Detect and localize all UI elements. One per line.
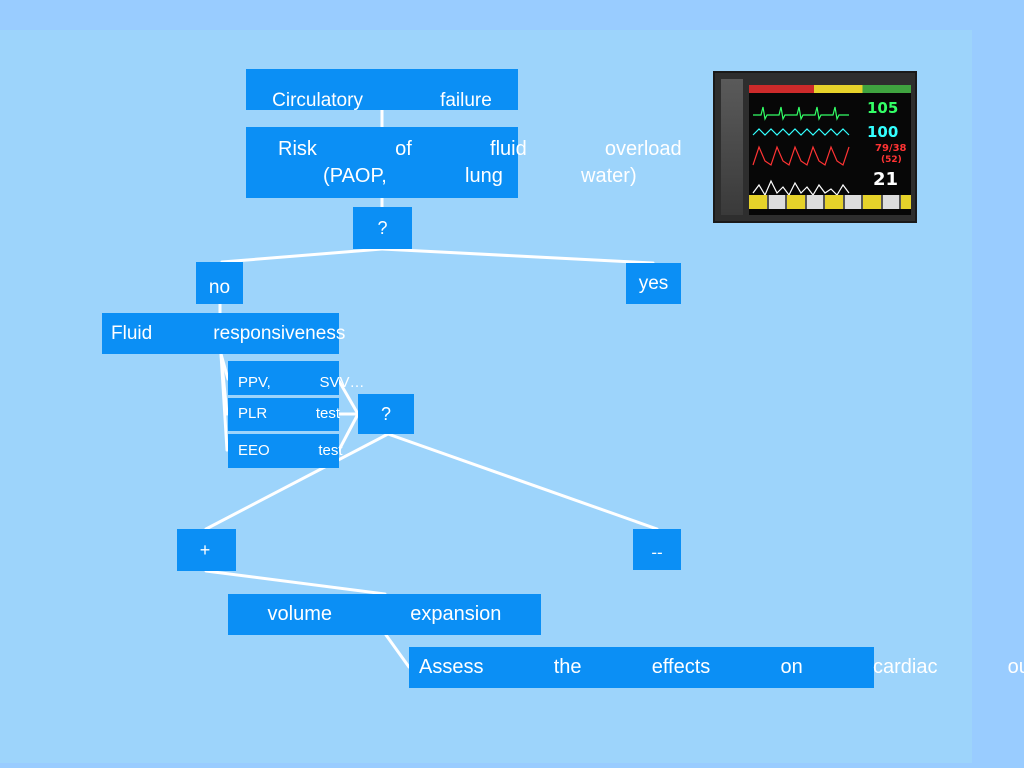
node-plr-test: PLR test	[228, 398, 340, 431]
node-volume-expansion: volume expansion	[228, 594, 541, 635]
node-minus: --	[633, 529, 681, 570]
monitor-resp-rate: 21	[873, 169, 899, 190]
connector-plus-volume	[204, 569, 387, 596]
connector-question-minus	[386, 432, 659, 531]
connector-fluid-eeo	[219, 352, 229, 452]
connector-question-no	[220, 247, 384, 264]
monitor-bezel	[721, 79, 743, 215]
monitor-screen: 105 100 79/38 (52) 21	[749, 85, 911, 215]
node-circulatory-failure: Circulatory failure	[246, 69, 518, 111]
monitor-waveforms	[752, 106, 850, 197]
monitor-status-bar	[749, 85, 911, 93]
node-question-2: ?	[358, 394, 414, 434]
connector-ppv-question	[337, 379, 360, 416]
node-assess-effects: Assess the effects on cardiac output	[409, 647, 1024, 688]
connector-eeo-question	[337, 412, 360, 452]
connector-volume-assess	[384, 633, 411, 669]
patient-monitor-image: 105 100 79/38 (52) 21	[713, 71, 917, 223]
monitor-mean-pressure: (52)	[881, 155, 902, 165]
monitor-blood-pressure: 79/38	[875, 143, 907, 154]
node-fluid-responsiveness: Fluid responsiveness	[102, 313, 345, 354]
node-no: no	[196, 262, 243, 304]
monitor-heart-rate: 105	[867, 99, 899, 117]
connector-question-plus	[204, 432, 390, 531]
node-yes: yes	[626, 263, 681, 304]
monitor-bottom-bar	[749, 195, 911, 209]
node-fluid-overload: Risk of fluid overload (PAOP, lung water…	[246, 127, 682, 198]
node-plus: +	[177, 529, 236, 571]
node-eeo-test: EEO test	[228, 434, 343, 468]
node-ppv-svv: PPV, SVV…	[228, 361, 365, 395]
monitor-spo2: 100	[867, 123, 899, 141]
node-question-1: ?	[353, 207, 412, 249]
connector-question-yes	[380, 247, 655, 265]
